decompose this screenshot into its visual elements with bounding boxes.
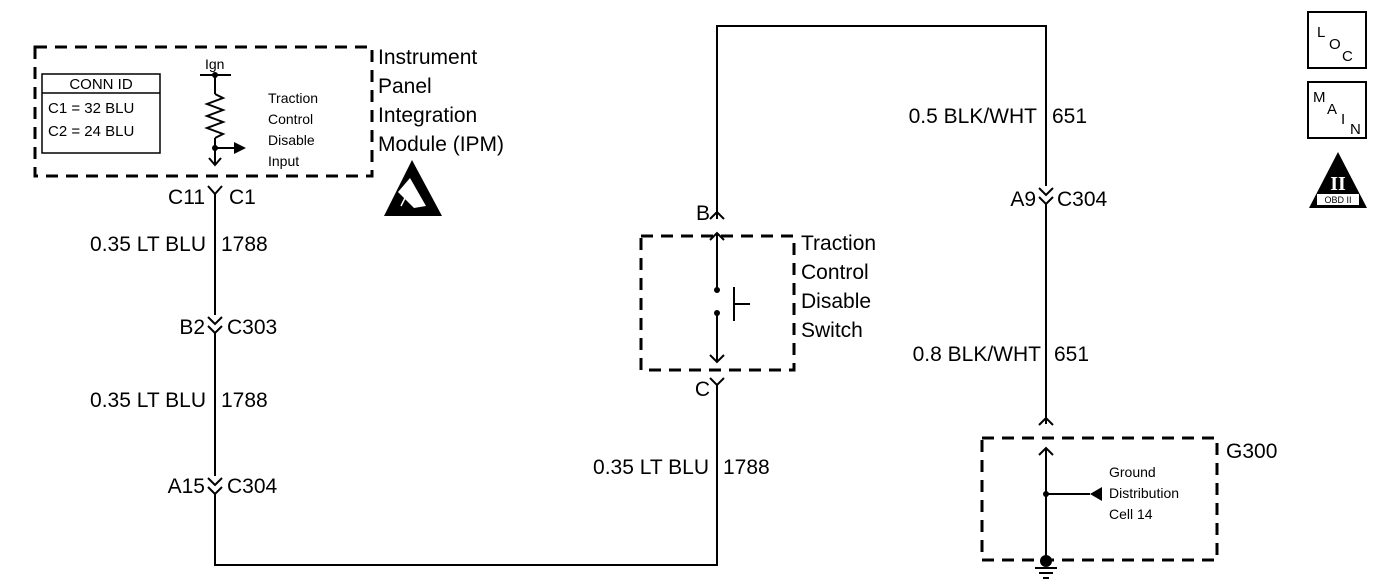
- loc-letter-1: L: [1317, 24, 1325, 41]
- right-conn-pin: A9: [1010, 188, 1036, 211]
- esd-warning-icon: [384, 160, 442, 216]
- left-conn1-connector: C303: [227, 316, 277, 339]
- left-seg2-spec: 0.35 LT BLU: [90, 389, 206, 412]
- switch-name-line-3: Disable: [801, 290, 871, 313]
- loc-letter-3: C: [1342, 48, 1353, 65]
- ipm-name-line-4: Module (IPM): [378, 133, 504, 156]
- obd-ii-badge[interactable]: II OBD II: [1309, 152, 1367, 208]
- switch-pin-bottom: C: [695, 378, 710, 401]
- traction-control-disable-switch: B C Traction Control Disable Switch: [639, 25, 1047, 401]
- switch-bottom-wire-circuit: 1788: [723, 456, 770, 479]
- obd-label-bg: [1317, 194, 1359, 205]
- c304-a15-connector-bottom-icon: [207, 486, 223, 496]
- main-letter-3: I: [1341, 111, 1345, 128]
- conn-id-outline: [41, 73, 161, 154]
- main-badge-outline[interactable]: [1307, 81, 1367, 139]
- obd-numeral: II: [1330, 173, 1346, 195]
- c304-a9-connector-top-icon: [1038, 187, 1054, 197]
- input-label-line-1: Traction: [268, 90, 318, 106]
- resistor-icon: [204, 93, 226, 139]
- left-seg2-circuit: 1788: [221, 389, 268, 412]
- left-wire: C11 C1 0.35 LT BLU 1788 B2 C303 0.35 LT …: [90, 185, 770, 566]
- right-wire: 0.5 BLK/WHT 651 A9 C304 0.8 BLK/WHT 651: [909, 105, 1108, 426]
- right-seg1-circuit: 651: [1052, 105, 1087, 128]
- ipm-pin-left: C11: [168, 186, 205, 209]
- right-seg2-spec: 0.8 BLK/WHT: [913, 343, 1042, 366]
- switch-name-line-2: Control: [801, 261, 869, 284]
- c1-connector-icon: [207, 185, 223, 196]
- right-seg1-spec: 0.5 BLK/WHT: [909, 105, 1038, 128]
- c303-connector-bottom-icon: [207, 325, 223, 335]
- ipm-name-line-3: Integration: [378, 104, 477, 127]
- down-arrow-icon: [208, 157, 222, 167]
- c304-a9-connector-bottom-icon: [1038, 196, 1054, 206]
- loc-letter-2: O: [1329, 36, 1341, 53]
- switch-contact-node-top: [714, 287, 720, 293]
- g300-name: G300: [1226, 440, 1277, 463]
- ipm-name-line-2: Panel: [378, 75, 432, 98]
- left-seg1-spec: 0.35 LT BLU: [90, 233, 206, 256]
- left-conn2-connector: C304: [227, 475, 278, 498]
- input-label-line-2: Control: [268, 111, 313, 127]
- g300-desc-line-2: Distribution: [1109, 485, 1179, 501]
- g300-desc-line-3: Cell 14: [1109, 506, 1153, 522]
- conn-id-row-1: C1 = 32 BLU: [48, 100, 134, 117]
- right-seg2-circuit: 651: [1054, 343, 1089, 366]
- ipm-module: Instrument Panel Integration Module (IPM…: [33, 45, 504, 216]
- g300-branch-arrow-icon: [1090, 487, 1102, 501]
- switch-pin-b-icon: [709, 210, 725, 220]
- switch-bottom-wire-spec: 0.35 LT BLU: [593, 456, 709, 479]
- c303-connector-top-icon: [207, 316, 223, 326]
- left-wire-bottom-run: [214, 384, 718, 566]
- loc-badge-outline[interactable]: [1307, 11, 1367, 69]
- main-letter-2: A: [1327, 101, 1337, 118]
- ipm-module-outline: [33, 45, 374, 178]
- switch-top-wire: [716, 25, 1047, 219]
- conn-id-title: CONN ID: [69, 76, 133, 93]
- switch-name-line-4: Switch: [801, 319, 863, 342]
- input-arrow-icon: [234, 142, 246, 154]
- left-seg1-circuit: 1788: [221, 233, 268, 256]
- left-conn2-pin: A15: [168, 475, 205, 498]
- switch-name-line-1: Traction: [801, 232, 876, 255]
- ground-g300: Ground Distribution Cell 14 G300: [980, 436, 1277, 579]
- right-conn-connector: C304: [1057, 188, 1108, 211]
- input-label-line-4: Input: [268, 153, 299, 169]
- ignition-pullup: Ign Traction Control Disable Input: [200, 56, 318, 169]
- g300-desc-line-1: Ground: [1109, 464, 1156, 480]
- main-badge[interactable]: M A I N: [1307, 81, 1367, 139]
- switch-pin-top: B: [696, 202, 710, 225]
- switch-pin-c-icon: [709, 377, 725, 387]
- switch-outline: [639, 234, 796, 372]
- loc-badge[interactable]: L O C: [1307, 11, 1367, 69]
- g300-ground-node: [1040, 555, 1052, 567]
- left-conn1-pin: B2: [179, 316, 205, 339]
- switch-bottom-arrow-icon: [709, 354, 725, 364]
- g300-connector-icon: [1038, 416, 1054, 426]
- input-label-line-3: Disable: [268, 132, 315, 148]
- conn-id-box: CONN ID C1 = 32 BLU C2 = 24 BLU: [41, 73, 161, 154]
- c304-a15-connector-top-icon: [207, 477, 223, 487]
- ipm-name-line-1: Instrument: [378, 46, 477, 69]
- conn-id-row-2: C2 = 24 BLU: [48, 123, 134, 140]
- main-letter-4: N: [1350, 121, 1361, 138]
- obd-label: OBD II: [1324, 195, 1351, 205]
- ign-label: Ign: [205, 56, 224, 72]
- main-letter-1: M: [1313, 89, 1326, 106]
- ipm-pin-right: C1: [229, 186, 256, 209]
